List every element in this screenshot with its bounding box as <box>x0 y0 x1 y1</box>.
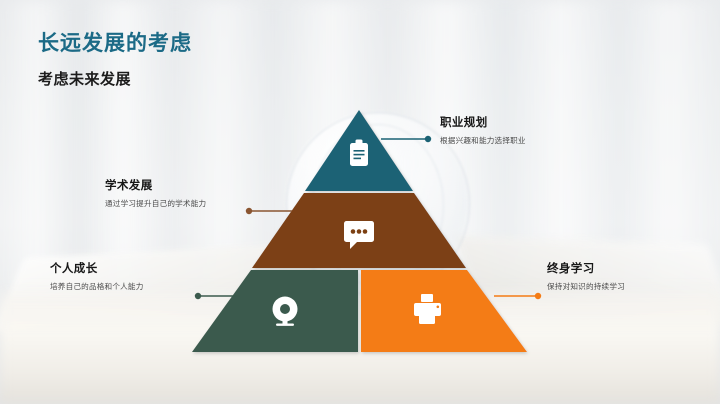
background-globe-meridian <box>312 124 444 286</box>
callout-personal-desc: 培养自己的品格和个人能力 <box>50 282 144 291</box>
callout-career-desc: 根据兴趣和能力选择职业 <box>440 136 526 145</box>
callout-personal-title: 个人成长 <box>50 263 98 275</box>
callout-academic-desc: 通过学习提升自己的学术能力 <box>105 199 207 208</box>
callout-career-title: 职业规划 <box>440 117 488 129</box>
callout-lifelong[interactable]: 终身学习 保持对知识的持续学习 <box>547 262 697 292</box>
callout-lifelong-title: 终身学习 <box>547 263 595 275</box>
callout-academic[interactable]: 学术发展 通过学习提升自己的学术能力 <box>105 179 223 209</box>
page-subtitle: 考虑未来发展 <box>38 71 132 88</box>
callout-career[interactable]: 职业规划 根据兴趣和能力选择职业 <box>440 116 590 146</box>
callout-personal[interactable]: 个人成长 培养自己的品格和个人能力 <box>50 262 210 292</box>
background-desk-surface <box>0 286 720 404</box>
callout-academic-title: 学术发展 <box>105 180 153 192</box>
callout-lifelong-desc: 保持对知识的持续学习 <box>547 282 625 291</box>
page-title: 长远发展的考虑 <box>38 32 192 55</box>
